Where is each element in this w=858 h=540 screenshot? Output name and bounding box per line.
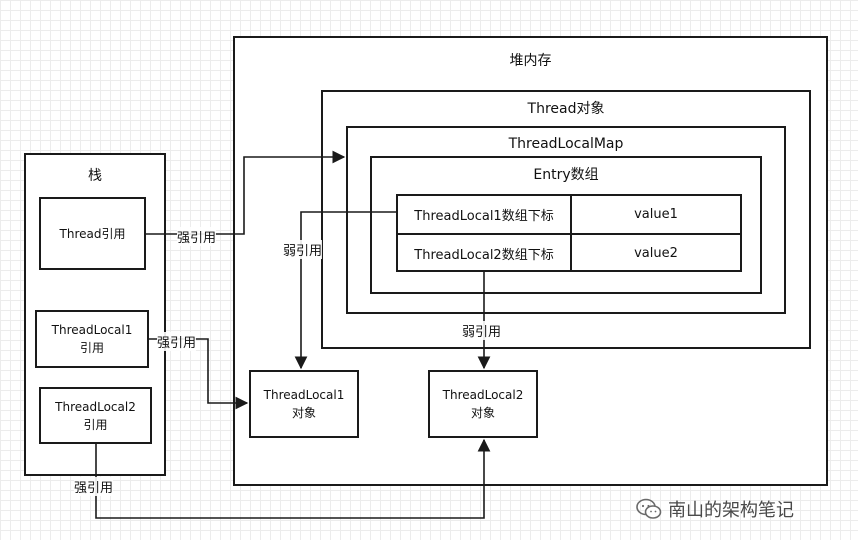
entry-value-1: value1 (634, 207, 678, 222)
heap-memory-title: 堆内存 (509, 53, 552, 69)
entry-key-2: ThreadLocal2数组下标 (398, 235, 572, 272)
threadlocal1-reference-node: ThreadLocal1 引用 (35, 310, 149, 368)
entry-table: ThreadLocal1数组下标 value1 ThreadLocal2数组下标… (396, 194, 742, 272)
weak-ref-threadlocal2-label: 弱引用 (462, 321, 502, 340)
entry-row-1: ThreadLocal1数组下标 value1 (398, 196, 740, 233)
thread-object-title: Thread对象 (527, 101, 605, 117)
threadlocal2-reference-line2: 引用 (83, 417, 108, 432)
strong-ref-thread-edge (146, 150, 346, 235)
watermark: 南山的架构笔记 (636, 496, 794, 522)
strong-ref-thread-label: 强引用 (177, 227, 217, 246)
weak-ref-threadlocal1-label: 弱引用 (283, 240, 323, 259)
threadlocal1-reference-line1: ThreadLocal1 (51, 323, 133, 337)
threadlocal1-object-line1: ThreadLocal1 (263, 388, 345, 402)
threadlocalmap-title: ThreadLocalMap (508, 136, 624, 152)
threadlocal2-object-line2: 对象 (470, 406, 495, 420)
threadlocal1-object-line2: 对象 (291, 406, 316, 420)
wechat-icon (636, 498, 662, 519)
threadlocal2-object-line1: ThreadLocal2 (442, 388, 524, 402)
threadlocal1-reference-line2: 引用 (79, 341, 104, 355)
entry-value-2: value2 (634, 246, 678, 261)
strong-ref-threadlocal2-label: 强引用 (74, 477, 114, 496)
threadlocal2-reference-line1: ThreadLocal2 (55, 399, 136, 414)
threadlocal2-reference-node: ThreadLocal2 引用 (39, 387, 152, 444)
entry-key-1: ThreadLocal1数组下标 (398, 196, 572, 233)
threadlocal2-object-node: ThreadLocal2 对象 (428, 370, 538, 438)
entry-row-2: ThreadLocal2数组下标 value2 (398, 233, 740, 272)
weak-ref-threadlocal1-edge (294, 211, 398, 370)
watermark-text: 南山的架构笔记 (668, 500, 794, 521)
stack-title: 栈 (88, 168, 102, 184)
threadlocal1-object-node: ThreadLocal1 对象 (249, 370, 359, 438)
thread-reference-node: Thread引用 (39, 197, 146, 270)
entry-array-title: Entry数组 (533, 167, 599, 183)
strong-ref-threadlocal1-label: 强引用 (157, 332, 197, 351)
thread-reference-label: Thread引用 (59, 226, 126, 241)
strong-ref-threadlocal2-edge (95, 438, 491, 519)
